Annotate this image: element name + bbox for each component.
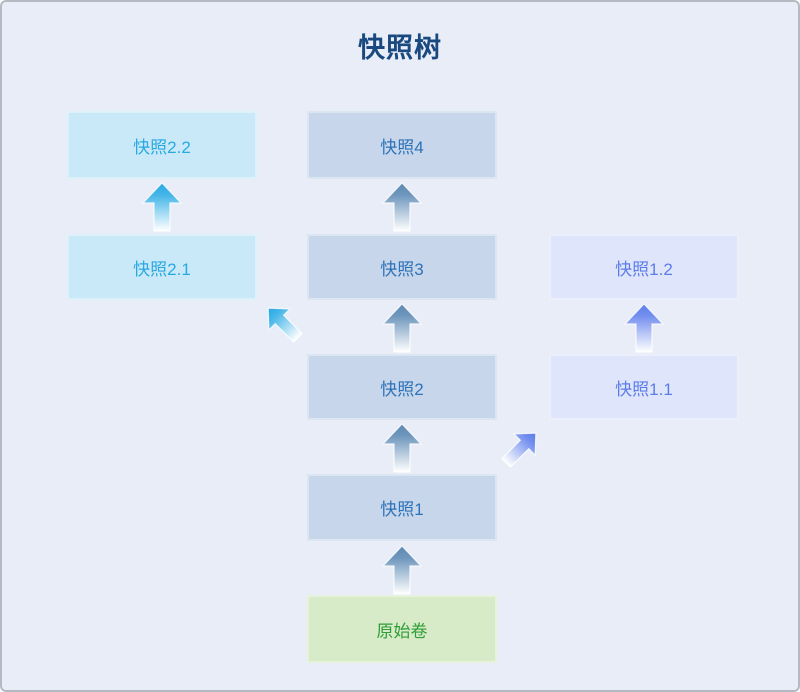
node-label: 原始卷 xyxy=(376,621,428,641)
arrow-up-icon-snapshot1-1-to-snapshot1-2 xyxy=(623,303,665,353)
arrow-up-icon-original-to-snapshot1 xyxy=(381,545,423,595)
diagram-title: 快照树 xyxy=(358,33,442,63)
arrow-up-icon-snapshot2-to-snapshot3 xyxy=(381,303,423,353)
node-label: 快照4 xyxy=(380,137,424,157)
node-snapshot-2-2: 快照2.2 xyxy=(67,111,257,179)
node-snapshot-1: 快照1 xyxy=(307,474,497,541)
node-snapshot-4: 快照4 xyxy=(307,111,497,179)
arrow-up-right-icon-snapshot1-to-snapshot1-1 xyxy=(501,432,537,468)
node-label: 快照2 xyxy=(380,379,424,399)
node-snapshot-3: 快照3 xyxy=(307,234,497,300)
node-original-volume: 原始卷 xyxy=(307,595,497,663)
node-snapshot-1-1: 快照1.1 xyxy=(549,354,739,420)
node-label: 快照1.2 xyxy=(615,259,673,279)
node-label: 快照2.1 xyxy=(133,259,191,279)
node-label: 快照1 xyxy=(380,500,424,519)
arrow-up-left-icon-snapshot2-to-snapshot2-1 xyxy=(267,307,303,343)
node-snapshot-2-1: 快照2.1 xyxy=(67,234,257,300)
node-label: 快照1.1 xyxy=(615,379,673,399)
arrow-up-icon-snapshot3-to-snapshot4 xyxy=(381,182,423,232)
node-snapshot-1-2: 快照1.2 xyxy=(549,234,739,300)
arrow-up-icon-snapshot1-to-snapshot2 xyxy=(381,423,423,473)
node-label: 快照2.2 xyxy=(133,137,191,157)
node-snapshot-2: 快照2 xyxy=(307,354,497,420)
arrow-up-icon-snapshot2-1-to-snapshot2-2 xyxy=(141,182,183,232)
node-label: 快照3 xyxy=(380,259,424,279)
